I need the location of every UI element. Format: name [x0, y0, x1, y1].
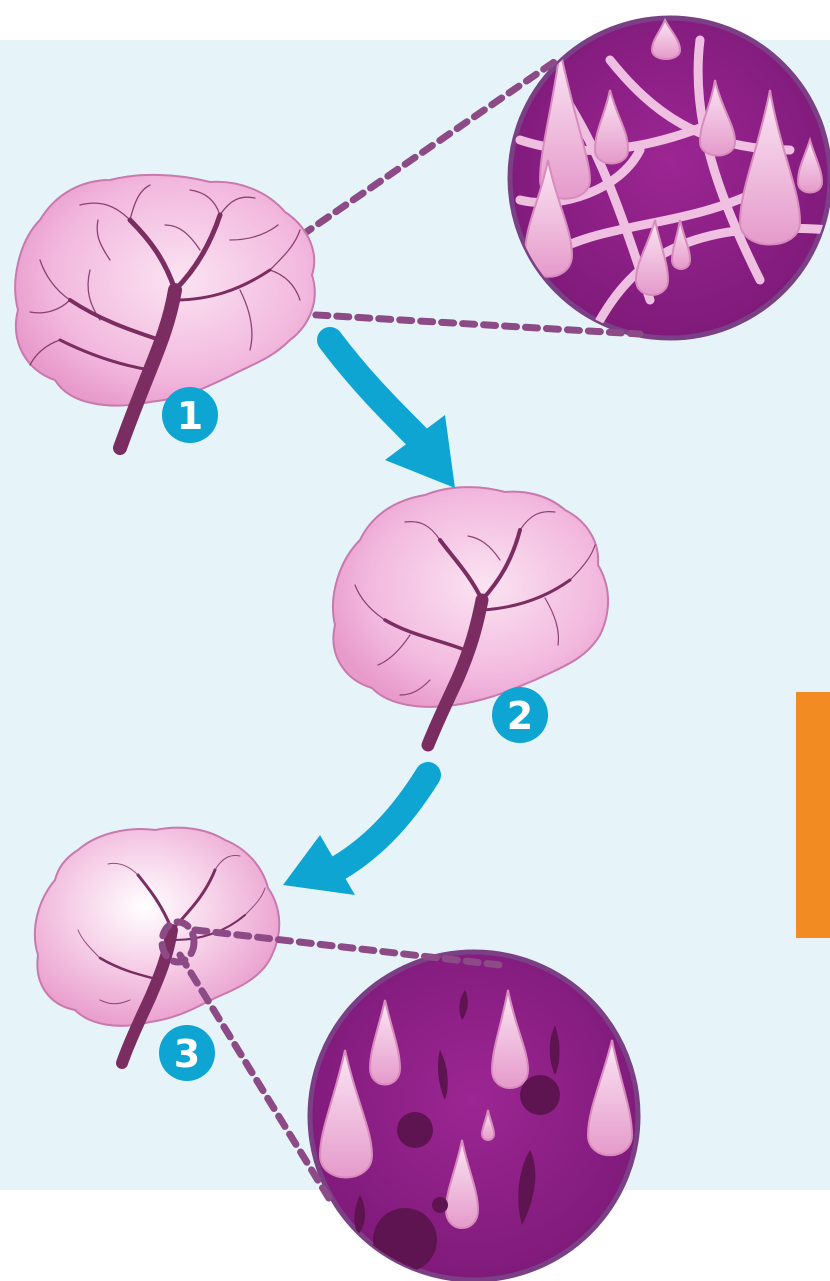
svg-text:2: 2 — [507, 694, 533, 738]
step-badge-3: 3 — [159, 1025, 215, 1081]
arrow-1-to-2 — [330, 340, 455, 488]
svg-text:1: 1 — [177, 394, 203, 438]
step-badge-1: 1 — [162, 387, 218, 443]
brain-3 — [35, 828, 279, 1063]
damaged-neurons-zoom — [310, 952, 638, 1280]
svg-text:3: 3 — [174, 1032, 200, 1076]
healthy-neurons-zoom — [510, 18, 830, 338]
step-badge-2: 2 — [492, 687, 548, 743]
arrow-2-to-3 — [283, 775, 428, 895]
brain-2 — [333, 487, 608, 745]
